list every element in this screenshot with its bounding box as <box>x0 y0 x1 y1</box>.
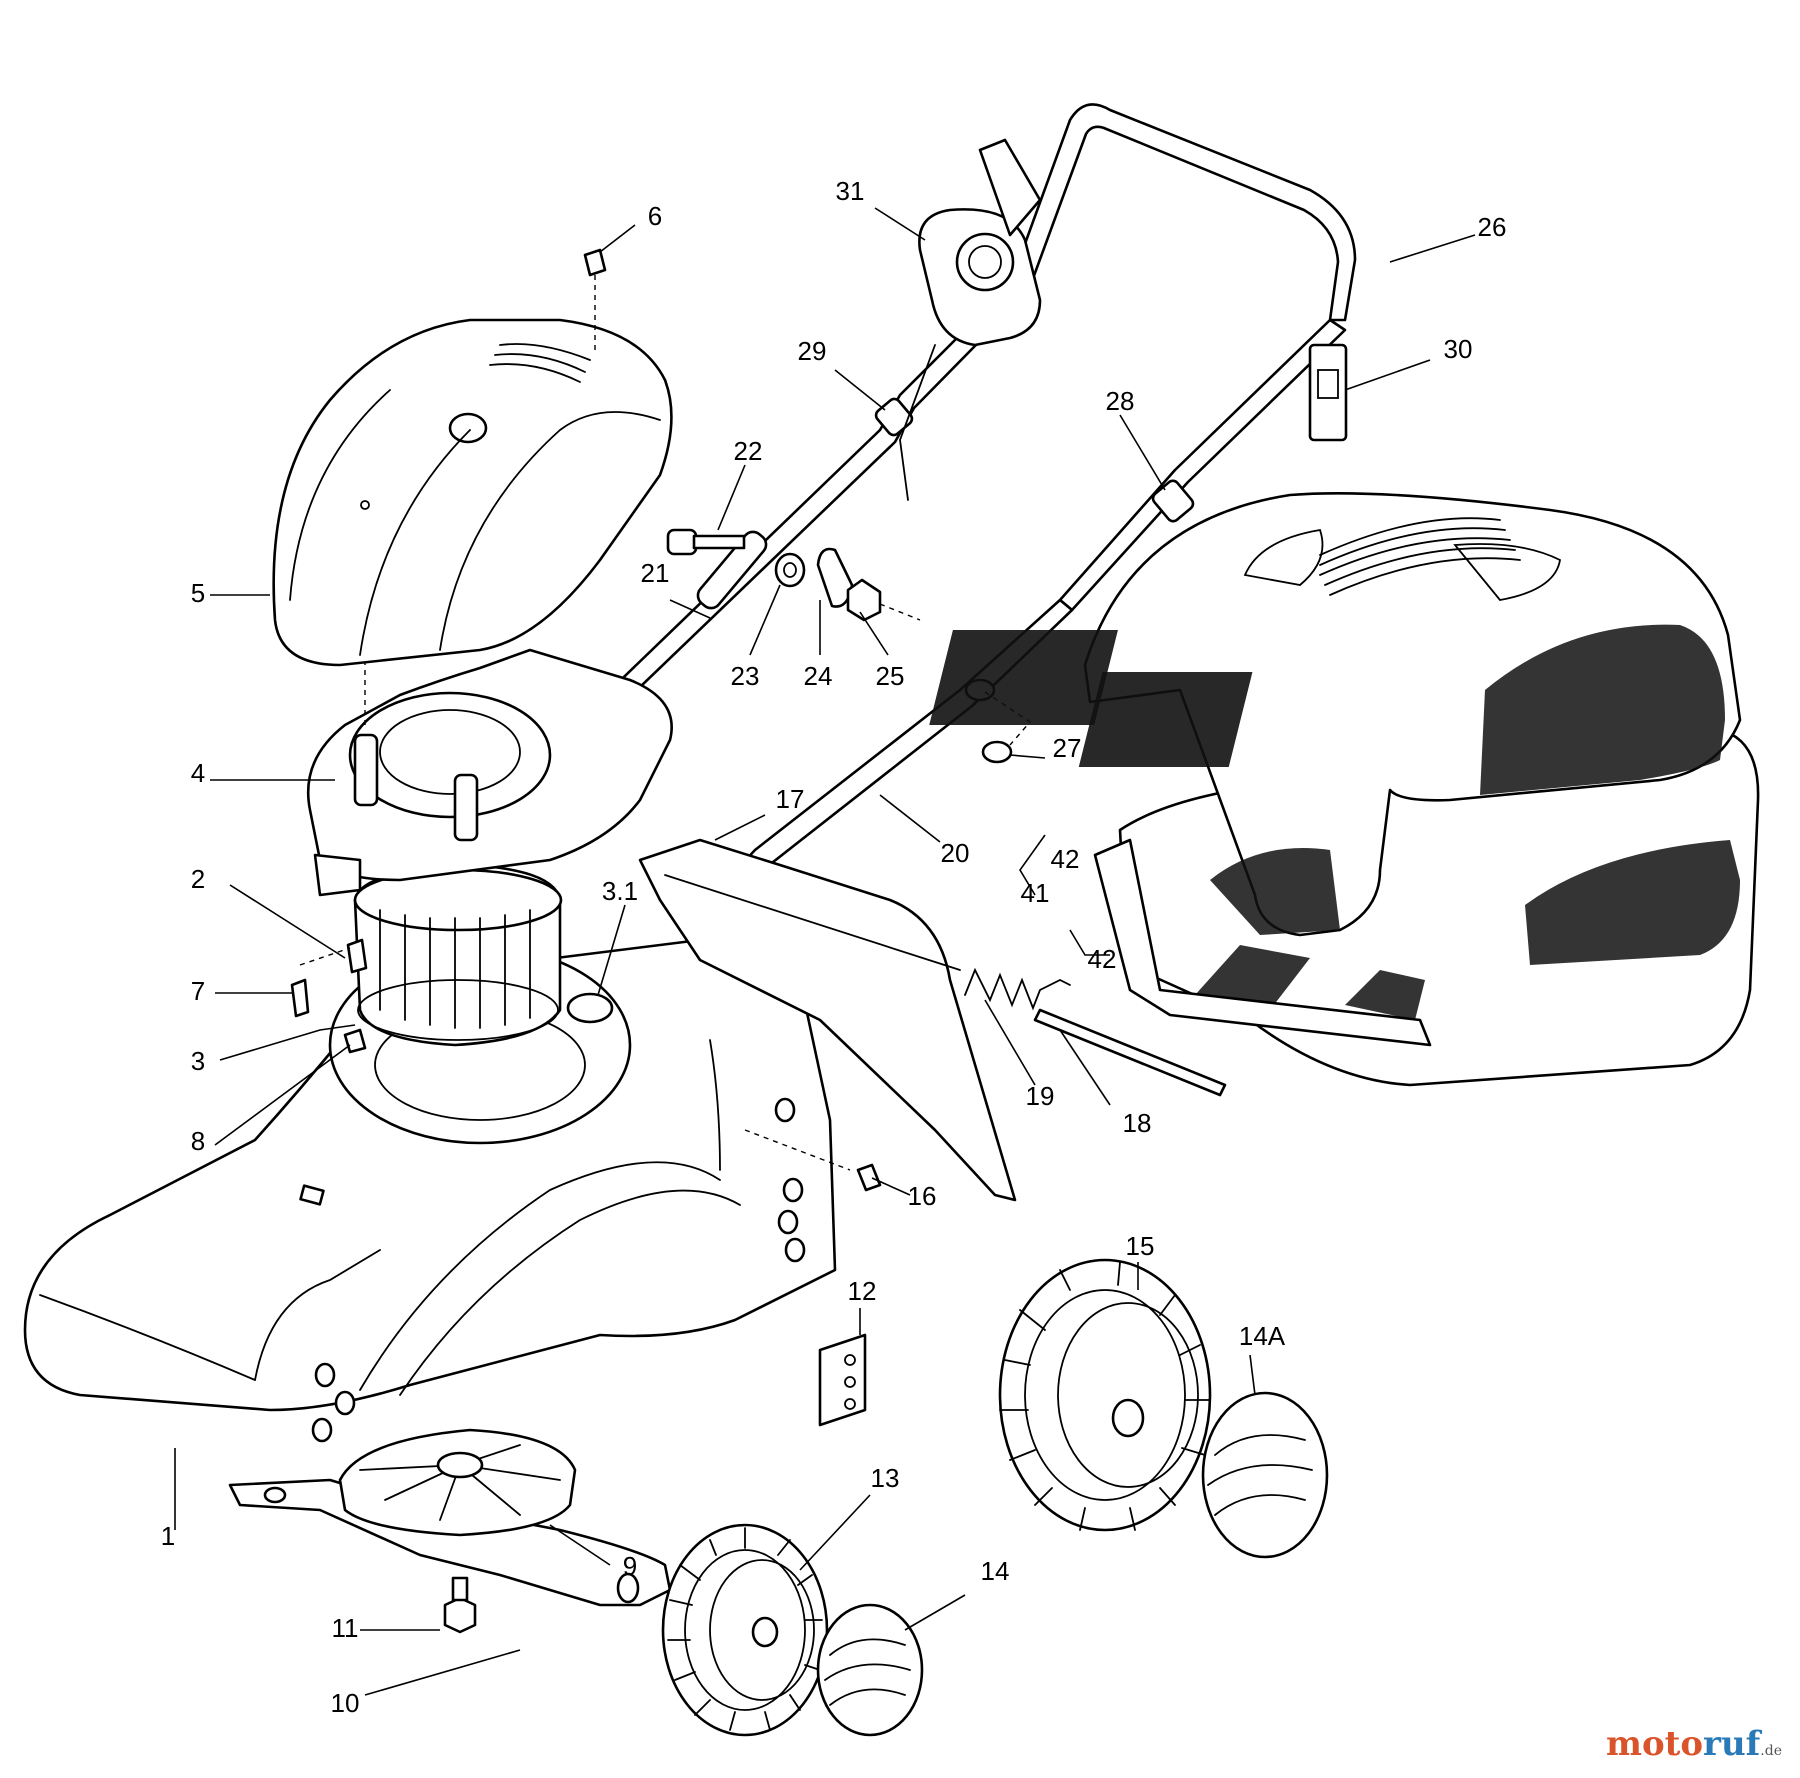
callout-5: 5 <box>191 578 205 608</box>
grass-catcher <box>929 492 1760 1087</box>
capacitor-3-1 <box>566 992 614 1024</box>
screw-6 <box>583 248 607 277</box>
callout-6: 6 <box>648 201 662 231</box>
top-cover-5 <box>272 318 673 667</box>
callout-16: 16 <box>908 1181 937 1211</box>
lid-grid-left <box>929 630 1118 725</box>
callout-9: 9 <box>623 1551 637 1581</box>
callout-15: 15 <box>1126 1231 1155 1261</box>
watermark-part1: moto <box>1605 1724 1704 1764</box>
callout-labels: 1 2 3 3.1 4 5 6 7 8 9 10 11 12 13 14 14A… <box>161 176 1507 1718</box>
spring-19 <box>964 967 1071 1011</box>
leader-lines <box>174 207 1476 1696</box>
watermark-part2: ruf <box>1703 1724 1761 1764</box>
power-cable <box>899 344 936 501</box>
watermark-tld: .de <box>1760 1743 1782 1759</box>
rear-wheel-15 <box>998 1258 1212 1532</box>
callout-22: 22 <box>734 436 763 466</box>
callout-7: 7 <box>191 976 205 1006</box>
callout-12: 12 <box>848 1276 877 1306</box>
callout-20: 20 <box>941 838 970 868</box>
side-grid <box>1525 840 1740 965</box>
callout-29: 29 <box>798 336 827 366</box>
hubcap-14a <box>1201 1391 1329 1559</box>
fan-9 <box>338 1428 577 1537</box>
front-wheel-13 <box>661 1523 829 1737</box>
callout-25: 25 <box>876 661 905 691</box>
callout-11: 11 <box>332 1613 359 1643</box>
bolt-22-shank <box>692 534 746 550</box>
callout-3-1: 3.1 <box>602 876 638 906</box>
handle-fasteners <box>666 528 1032 764</box>
callout-30: 30 <box>1444 334 1473 364</box>
knob-27 <box>981 740 1013 764</box>
motor <box>290 863 614 1054</box>
callout-42-lower: 42 <box>1088 944 1117 974</box>
callout-27: 27 <box>1053 733 1082 763</box>
rear-flap-17 <box>638 838 1017 1202</box>
tube-sleeve <box>696 530 768 610</box>
rod-18 <box>1033 1008 1227 1097</box>
handle-assembly <box>558 103 1357 1022</box>
callout-24: 24 <box>804 661 833 691</box>
top-cover-hole <box>448 412 488 444</box>
callout-10: 10 <box>331 1688 360 1718</box>
callout-4: 4 <box>191 758 205 788</box>
fan-opening <box>348 691 552 819</box>
clip-8 <box>343 1028 367 1054</box>
motoruf-watermark: motoruf.de <box>1606 1724 1782 1764</box>
callout-2: 2 <box>191 864 205 894</box>
floor-grid-left <box>1195 945 1310 1010</box>
callout-21: 21 <box>641 558 670 588</box>
callout-14: 14 <box>981 1556 1010 1586</box>
screw-16 <box>856 1163 882 1192</box>
cable-hook-30 <box>1308 343 1348 442</box>
spring-and-rod <box>964 967 1227 1097</box>
callout-17: 17 <box>776 784 805 814</box>
callout-28: 28 <box>1106 386 1135 416</box>
wing-knob-24 <box>816 547 854 608</box>
callout-14a: 14A <box>1239 1321 1286 1351</box>
callout-41: 41 <box>1021 878 1050 908</box>
floor-grid-right <box>1345 970 1425 1020</box>
callout-31: 31 <box>836 176 865 206</box>
callout-13: 13 <box>871 1463 900 1493</box>
bolt-22-head <box>666 528 698 556</box>
washer-23 <box>774 552 806 588</box>
inner-grid <box>1210 848 1340 935</box>
callout-19: 19 <box>1026 1081 1055 1111</box>
callout-26: 26 <box>1478 212 1507 242</box>
screw-2 <box>346 938 368 974</box>
callout-18: 18 <box>1123 1108 1152 1138</box>
nut-11 <box>443 1596 477 1634</box>
fan-and-blade <box>228 1428 672 1634</box>
cable-hook-slot <box>1317 369 1339 399</box>
upper-handle <box>1008 103 1357 322</box>
bracket-12 <box>818 1333 867 1427</box>
callout-3: 3 <box>191 1046 205 1076</box>
callout-8: 8 <box>191 1126 205 1156</box>
lid-grid-right <box>1480 624 1725 795</box>
callout-1: 1 <box>161 1521 175 1551</box>
catcher-frame-42 <box>1093 838 1432 1047</box>
switch-plug <box>955 232 1015 292</box>
screw-7 <box>290 978 310 1018</box>
switch-lever <box>978 138 1042 237</box>
catcher-lid <box>1083 492 1742 937</box>
nut-25 <box>846 578 882 622</box>
blade-10 <box>228 1478 672 1607</box>
callout-23: 23 <box>731 661 760 691</box>
callout-42-upper: 42 <box>1051 844 1080 874</box>
cable-clip-28 <box>1151 479 1195 523</box>
lid-grid-mid <box>1078 672 1253 767</box>
hubcap-14 <box>816 1603 924 1737</box>
